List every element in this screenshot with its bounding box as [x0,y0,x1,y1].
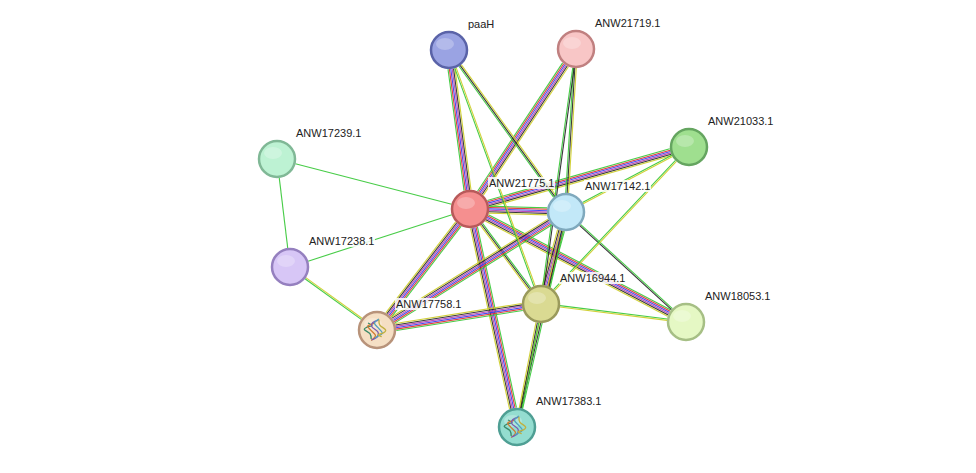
edge-strand [479,64,564,192]
node-bubble [271,248,309,286]
edge-strand [519,322,536,408]
edge-strand [520,230,561,408]
interaction-edge [448,68,471,190]
node-label: ANW21033.1 [707,115,774,127]
node-label: ANW18053.1 [704,290,771,302]
node-label: ANW17758.1 [395,298,462,310]
edge-strand [488,150,670,202]
node-bubble [498,408,536,446]
node-label: ANW17383.1 [535,395,602,407]
edge-strand [489,154,671,206]
protein-node: ANW18053.1 [667,303,705,341]
node-bubble [667,303,705,341]
node-label: ANW17239.1 [295,127,362,139]
node-bubble [547,193,585,231]
edge-strand [478,63,563,191]
interaction-edge [489,206,547,215]
edge-strand [560,307,667,320]
node-label: paaH [467,18,495,30]
edge-strand [476,227,515,408]
interaction-edge [295,164,451,204]
interaction-edge [305,278,362,320]
protein-node: ANW17142.1 [547,193,585,231]
node-label: ANW16944.1 [559,272,626,284]
edge-strand [483,67,568,195]
edge-strand [452,69,468,190]
interaction-edge [478,63,569,195]
edge-strand [485,221,667,316]
node-label: ANW21775.1 [488,177,555,189]
edge-strand [489,213,547,215]
node-bubble [522,285,560,323]
node-label: ANW21719.1 [594,17,661,29]
node-bubble [358,311,396,349]
node-bubble [258,140,296,178]
node-label: ANW17238.1 [308,235,375,247]
interaction-edge [580,224,673,309]
protein-node: ANW21719.1 [557,30,595,68]
protein-node: paaH [430,31,468,69]
edge-strand [521,231,562,409]
protein-node: ANW17238.1 [271,248,309,286]
edge-strand [295,164,451,204]
edge-strand [560,306,667,319]
interaction-edge [560,306,667,321]
edge-strand [472,228,511,409]
node-label: ANW17142.1 [584,180,651,192]
protein-node: ANW17239.1 [258,140,296,178]
edge-strand [487,149,669,201]
protein-node: ANW17383.1 [498,408,536,446]
node-bubble [430,31,468,69]
edge-strand [460,65,555,196]
interaction-edge [279,178,287,248]
edge-strand [306,278,362,319]
edge-strand [580,224,672,308]
edge-strand [396,308,522,328]
edge-strand [396,309,522,329]
edge-strand [279,178,287,248]
protein-node: ANW21033.1 [670,128,708,166]
interaction-edge [459,65,556,198]
edge-strand [461,65,556,196]
edge-strand [305,279,361,320]
protein-node: ANW17758.1 [358,311,396,349]
node-bubble [451,190,489,228]
edge-strand [451,69,467,190]
edge-strand [523,231,564,409]
node-bubble [557,30,595,68]
interaction-edge [520,230,563,409]
protein-node: ANW16944.1 [522,285,560,323]
protein-node: ANW21775.1 [451,190,489,228]
edge-strand [580,225,672,309]
node-bubble [670,128,708,166]
